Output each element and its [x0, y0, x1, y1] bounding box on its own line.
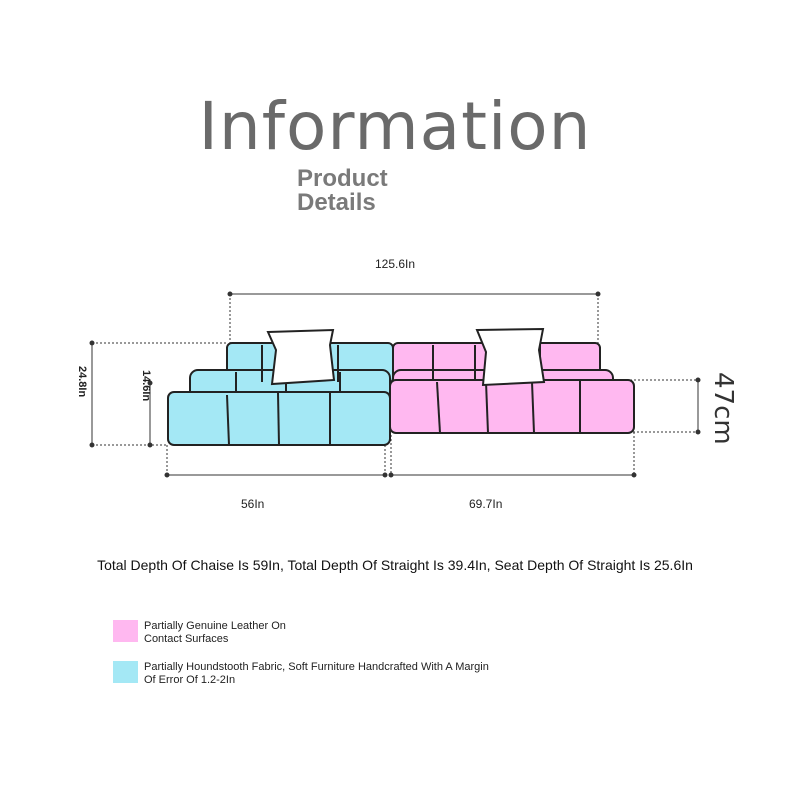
pink-swatch — [113, 620, 138, 642]
right-width-label: 69.7In — [469, 497, 503, 511]
right-height-label: 47cm — [708, 372, 738, 445]
cyan-swatch — [113, 661, 138, 683]
depth-note: Total Depth Of Chaise Is 59In, Total Dep… — [97, 557, 693, 573]
legend-label-leather: Partially Genuine Leather On Contact Sur… — [144, 620, 286, 645]
legend-item-fabric: Partially Houndstooth Fabric, Soft Furni… — [113, 661, 494, 687]
subtitle: Product Details — [297, 167, 388, 215]
subtitle-line-1: Product — [297, 165, 388, 192]
left-height-label: 24.8In — [76, 366, 88, 398]
left-width-label: 56In — [241, 497, 265, 511]
subtitle-line-2: Details — [297, 189, 376, 216]
seat-height-label: 14.6In — [140, 370, 152, 402]
pillows — [266, 327, 546, 387]
legend-label-fabric: Partially Houndstooth Fabric, Soft Furni… — [144, 661, 489, 686]
total-width-label: 125.6In — [375, 257, 416, 271]
page-title: Information — [198, 88, 592, 165]
fabric-section — [167, 342, 394, 446]
legend-item-leather: Partially Genuine Leather On Contact Sur… — [113, 620, 304, 646]
